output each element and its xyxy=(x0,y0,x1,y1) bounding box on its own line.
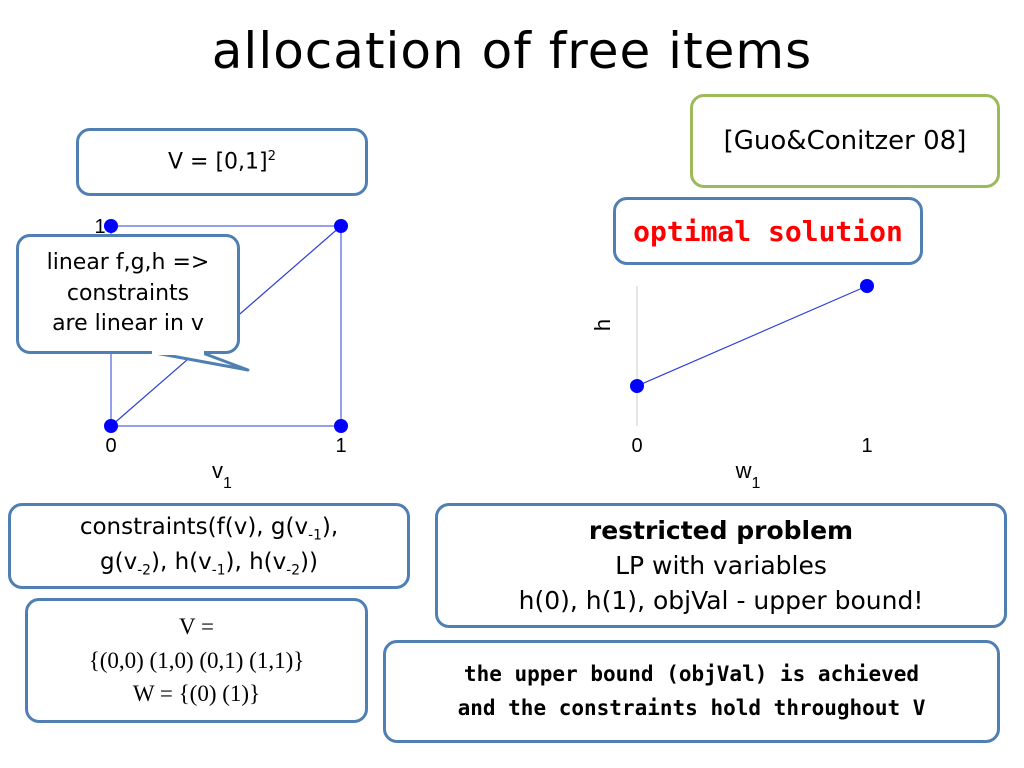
right-xlabel-main: w xyxy=(735,458,752,483)
restricted-line-1: LP with variables xyxy=(615,551,827,580)
upper-bound-box: the upper bound (objVal) is achieved and… xyxy=(383,640,1000,743)
left-point-01 xyxy=(104,219,118,233)
sets-line-1: V = xyxy=(179,614,214,640)
constraints-sub-3: -1 xyxy=(211,562,226,579)
left-tick-x0: 0 xyxy=(105,435,116,457)
citation-box: [Guo&Conitzer 08] xyxy=(690,94,1000,188)
callout-line-2: constraints xyxy=(66,280,190,306)
right-tick-x1: 1 xyxy=(861,435,872,457)
constraints-text-4: ), h(v xyxy=(150,549,212,575)
callout-tail-seam xyxy=(152,349,204,355)
page-title: allocation of free items xyxy=(211,22,813,80)
citation-text: [Guo&Conitzer 08] xyxy=(723,126,967,156)
constraints-text-5: ), h(v xyxy=(225,549,287,575)
callout-line-3: are linear in v xyxy=(52,311,204,337)
right-ylabel: h xyxy=(590,319,615,331)
upper-line-2: and the constraints hold throughout V xyxy=(457,695,926,720)
constraints-line-1: constraints(f(v), g(v-1), xyxy=(80,511,338,546)
constraints-sub-1: -1 xyxy=(308,528,322,544)
constraints-sub-4: -2 xyxy=(286,562,301,579)
right-xlabel-sub: 1 xyxy=(751,475,760,492)
upper-line-1: the upper bound (objVal) is achieved xyxy=(463,661,920,686)
constraints-text-1: constraints(f(v), g(v xyxy=(79,514,309,541)
left-xlabel-sub: 1 xyxy=(223,475,232,492)
callout-box: linear f,g,h => constraints are linear i… xyxy=(16,234,240,354)
callout-line-1: linear f,g,h => xyxy=(46,249,210,275)
optimal-solution-box: optimal solution xyxy=(613,197,923,265)
v-domain-base: V = [0,1] xyxy=(167,149,268,175)
restricted-heading: restricted problem xyxy=(588,516,854,545)
constraints-box: constraints(f(v), g(v-1), g(v-2), h(v-1)… xyxy=(8,503,410,589)
left-point-00 xyxy=(104,419,118,433)
constraints-text-6: )) xyxy=(300,549,318,575)
sets-box: V = {(0,0) (1,0) (0,1) (1,1)} W = {(0) (… xyxy=(25,598,368,723)
right-point-0 xyxy=(630,379,644,393)
constraints-text-3: g(v xyxy=(100,549,138,575)
left-tick-x1: 1 xyxy=(335,435,346,457)
left-tick-y1: 1 xyxy=(94,216,105,238)
right-plot-segment xyxy=(636,285,868,387)
sets-line-3: W = {(0) (1)} xyxy=(132,681,261,707)
left-xlabel: v1 xyxy=(212,458,232,492)
sets-line-2: {(0,0) (1,0) (0,1) (1,1)} xyxy=(88,647,305,673)
left-xlabel-main: v xyxy=(212,458,223,483)
left-point-10 xyxy=(334,419,348,433)
optimal-solution-text: optimal solution xyxy=(633,214,903,248)
right-point-1 xyxy=(860,279,874,293)
v-domain-box: V = [0,1]2 xyxy=(76,128,368,196)
right-tick-x0: 0 xyxy=(631,435,642,457)
constraints-text-2: ), xyxy=(321,514,339,541)
v-domain-text: V = [0,1]2 xyxy=(168,149,276,174)
constraints-line-2: g(v-2), h(v-1), h(v-2)) xyxy=(100,546,318,581)
restricted-line-2: h(0), h(1), objVal - upper bound! xyxy=(518,586,924,615)
constraints-sub-2: -2 xyxy=(137,562,151,579)
right-xlabel: w1 xyxy=(735,458,761,492)
restricted-problem-box: restricted problem LP with variables h(0… xyxy=(435,503,1007,628)
left-point-11 xyxy=(334,219,348,233)
v-domain-sup: 2 xyxy=(267,149,276,165)
